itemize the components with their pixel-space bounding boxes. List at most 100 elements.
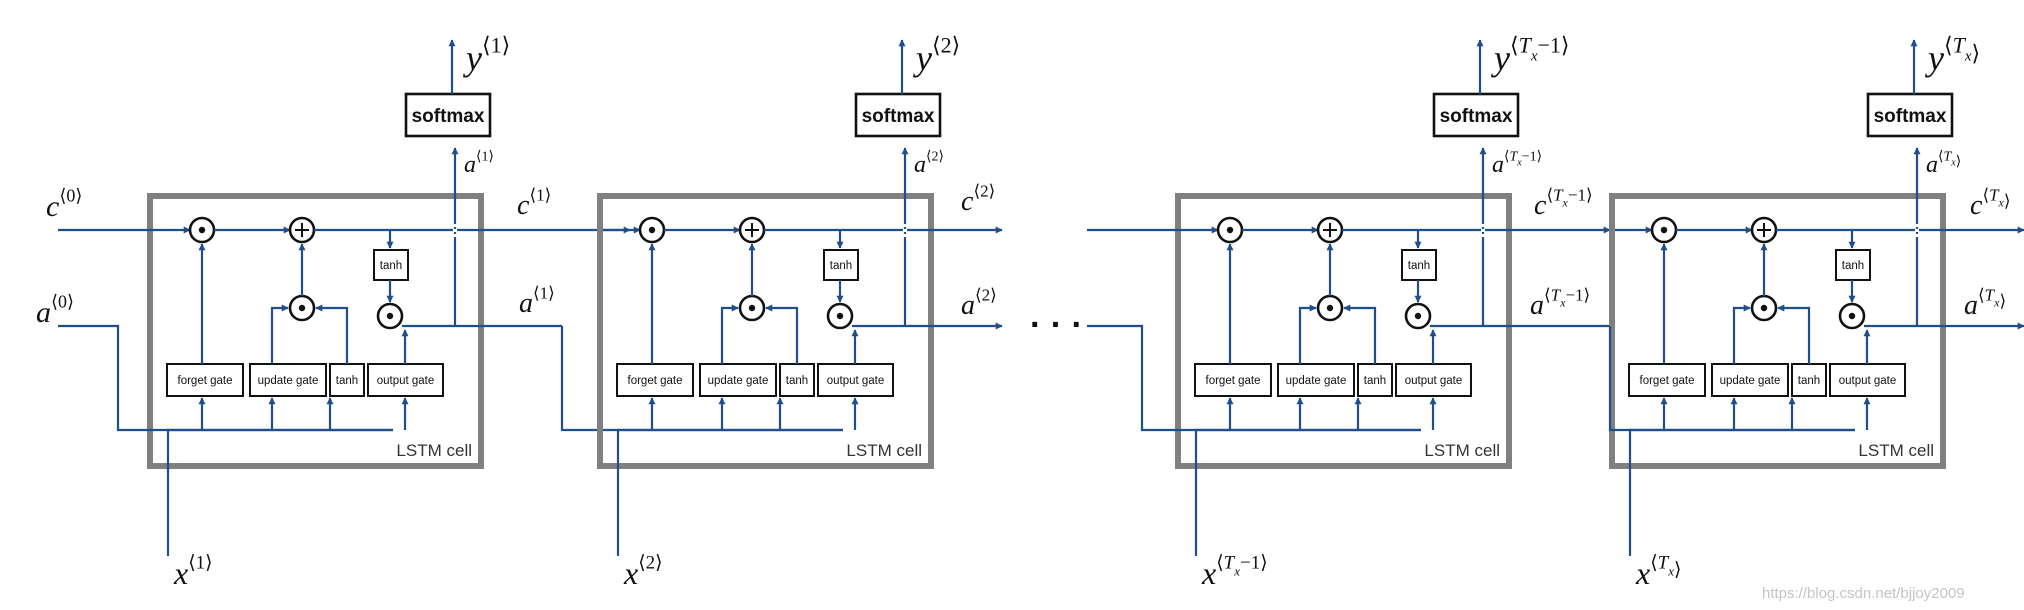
label-c-output: c⟨1⟩: [517, 186, 551, 221]
label-a-input-open-bracket: ⟨: [51, 292, 58, 312]
update-gate-box: [699, 363, 777, 397]
softmax-label: softmax: [862, 106, 935, 127]
gate-tanh-label: tanh: [1798, 375, 1820, 387]
lstm-cell-4: tanh forget gate update gate tanh output gat…: [1608, 33, 2024, 591]
forget-multiply-op-dot: [198, 226, 206, 234]
label-a-upward-base: a: [1926, 152, 1938, 178]
softmax-box: [1866, 92, 1954, 138]
label-a-input-base: a: [36, 296, 51, 329]
label-y-output-sup: T: [1519, 33, 1533, 58]
label-x-input: x⟨2⟩: [623, 553, 663, 591]
label-x-input-sup: T: [1224, 553, 1236, 574]
label-a-upward-close-bracket: ⟩: [938, 149, 943, 164]
label-c-input-base: c: [46, 190, 59, 223]
label-a-upward-sup: 2: [931, 149, 938, 164]
label-c-output: c⟨2⟩: [961, 182, 995, 217]
forget-multiply-op-dot: [1660, 226, 1668, 234]
label-x-input-sub: x: [1233, 563, 1240, 578]
update-gate-output: [270, 304, 289, 364]
label-a-upward-sup: T: [1509, 149, 1518, 164]
label-c-output-base: c: [961, 186, 974, 217]
gate-tanh-box: [1357, 363, 1393, 397]
update-multiply-op-dot: [298, 304, 306, 312]
lstm-cell-label: LSTM cell: [846, 441, 922, 460]
gate-tanh-output: [315, 304, 349, 364]
forget-gate-box: [1628, 363, 1706, 397]
forget-gate-label: forget gate: [628, 375, 683, 387]
label-y-output-sup: 1: [491, 33, 502, 58]
forget-multiply-op-dot: [648, 226, 656, 234]
cell-tanh-label: tanh: [1408, 260, 1430, 272]
label-y-output: y⟨Tx⟩: [1925, 33, 1980, 78]
cell-tanh-box: [373, 249, 409, 281]
label-y-output-open-bracket: ⟨: [1510, 33, 1519, 58]
label-y-output-close-bracket: ⟩: [952, 33, 961, 58]
cell-tanh-label: tanh: [830, 260, 852, 272]
label-c-input: c⟨0⟩: [46, 186, 82, 223]
cell-tanh-label: tanh: [380, 260, 402, 272]
label-a-upward-sup: 1: [481, 149, 488, 164]
forget-gate-box: [166, 363, 244, 397]
softmax-label: softmax: [412, 106, 485, 127]
label-a-input: a⟨0⟩: [36, 292, 74, 329]
label-a-upward-open-bracket: ⟨: [1504, 149, 1509, 164]
label-c-input-sup: 0: [66, 186, 75, 206]
gate-tanh-box: [1791, 363, 1827, 397]
update-multiply-op-dot: [748, 304, 756, 312]
label-y-output-sup: T: [1953, 33, 1967, 58]
x-input-line: [1628, 428, 1855, 556]
label-a-upward: a⟨Tx⟩: [1926, 149, 1961, 178]
label-c-output-sup: T: [1989, 186, 2000, 205]
label-a-output-sub: x: [1559, 296, 1566, 310]
forget-gate-box: [1194, 363, 1272, 397]
label-c-output-sup: 1: [536, 186, 545, 205]
label-a-output-base: a: [1964, 290, 1978, 321]
forget-gate-label: forget gate: [1640, 375, 1695, 387]
update-gate-label: update gate: [1720, 375, 1781, 387]
softmax-label: softmax: [1440, 106, 1513, 127]
lstm-cell-border: [597, 193, 934, 469]
label-x-input: x⟨1⟩: [173, 553, 213, 591]
label-c-input-open-bracket: ⟨: [59, 186, 66, 206]
output-gate-label: output gate: [1405, 375, 1463, 387]
label-x-input-sup: T: [1658, 553, 1670, 574]
label-a-upward-open-bracket: ⟨: [926, 149, 931, 164]
label-x-input-sup: 1: [196, 553, 206, 574]
label-x-input-close-bracket: ⟩: [205, 553, 212, 574]
label-y-output-sub: x: [1964, 48, 1972, 64]
label-a-output-open-bracket: ⟨: [975, 286, 982, 305]
label-c-output-open-bracket: ⟨: [1546, 186, 1553, 205]
label-a-upward: a⟨1⟩: [464, 149, 494, 178]
forget-gate-box: [616, 363, 694, 397]
label-c-output-sup: T: [1553, 186, 1564, 205]
label-x-input-base: x: [173, 555, 188, 591]
cell-tanh-label: tanh: [1842, 260, 1864, 272]
label-c-output: c⟨Tx−1⟩: [1534, 186, 1593, 221]
label-x-input-base: x: [1635, 555, 1650, 591]
output-gate-label: output gate: [1839, 375, 1897, 387]
softmax-box: [404, 92, 492, 138]
label-a-upward-close-bracket: ⟩: [1956, 154, 1961, 169]
label-a-output-sup: 2: [982, 286, 991, 305]
label-c-output-open-bracket: ⟨: [1982, 186, 1989, 205]
output-multiply-op-dot: [1848, 312, 1856, 320]
cell-tanh-box: [1835, 249, 1871, 281]
label-y-output-base: y: [913, 38, 932, 78]
update-gate-output: [1298, 304, 1317, 364]
x-input-line: [166, 428, 393, 556]
label-a-upward-tail: −1: [1522, 149, 1537, 164]
label-y-output-close-bracket: ⟩: [502, 33, 511, 58]
gate-tanh-output: [1777, 304, 1811, 364]
label-a-input-sup: 0: [58, 292, 67, 312]
gate-tanh-label: tanh: [1364, 375, 1386, 387]
label-c-output-close-bracket: ⟩: [1586, 186, 1593, 205]
forget-gate-label: forget gate: [1206, 375, 1261, 387]
label-x-input-close-bracket: ⟩: [1260, 553, 1267, 574]
label-c-output-sub: x: [1998, 196, 2005, 210]
gate-tanh-box: [329, 363, 365, 397]
label-a-output-close-bracket: ⟩: [1584, 286, 1591, 305]
label-x-input-open-bracket: ⟨: [638, 553, 645, 574]
